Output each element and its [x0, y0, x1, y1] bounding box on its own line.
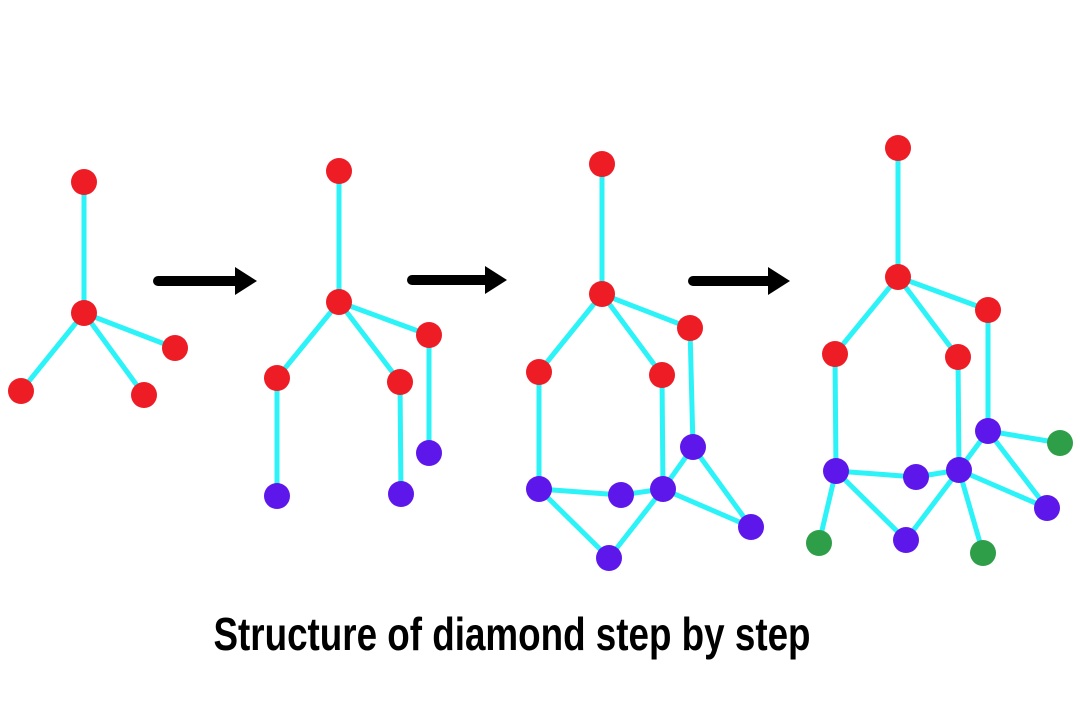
step-3-atom-b-red: [589, 281, 615, 307]
step-4-bond-bc: [832, 274, 901, 357]
step-4-bond-cg: [832, 351, 839, 474]
step-2-atom-g-purple: [388, 481, 414, 507]
arrow-2-icon: [407, 266, 507, 294]
step-3-bond-fj: [690, 444, 754, 530]
step-4-atom-c-red: [822, 341, 848, 367]
step-2-bond-dg: [397, 379, 404, 497]
step-4-bond-di: [955, 354, 962, 473]
step-3-atom-c-red: [526, 359, 552, 385]
step-2-atom-d-red: [387, 369, 413, 395]
step-4-bond-ij: [956, 467, 1050, 511]
step-3-bond-bc: [536, 291, 605, 375]
step-3-atom-e-red: [677, 315, 703, 341]
step-3-atom-i-purple: [650, 476, 676, 502]
step-1-atom-a-red: [71, 169, 97, 195]
arrow-3-icon: [688, 267, 790, 295]
diagram-title: Structure of diamond step by step: [139, 607, 885, 661]
step-4-bond-in: [956, 467, 986, 556]
step-3-atom-h-purple: [608, 482, 634, 508]
step-3-atom-g-purple: [526, 476, 552, 502]
step-4-atom-a-red: [885, 135, 911, 161]
step-3-atom-d-red: [649, 362, 675, 388]
step-1-bond-bc: [18, 310, 87, 394]
step-1-atom-e-red: [162, 335, 188, 361]
step-3-bond-be: [599, 291, 693, 331]
step-4-atom-m-green: [806, 530, 832, 556]
step-2-atom-a-red: [326, 158, 352, 184]
step-4-atom-f-purple: [975, 418, 1001, 444]
step-4-bond-bd: [895, 274, 961, 360]
step-2-atom-h-purple: [416, 440, 442, 466]
step-3-bond-ki: [606, 486, 666, 561]
step-2-bond-bd: [336, 299, 403, 385]
arrow-1-head: [235, 267, 257, 295]
step-1-atom-d-red: [131, 382, 157, 408]
step-4-atom-h-purple: [903, 464, 929, 490]
arrow-1-icon: [153, 267, 257, 295]
diagram-title-text: Structure of diamond step by step: [213, 608, 811, 660]
step-3-atom-j-purple: [738, 514, 764, 540]
step-4-atom-b-red: [885, 264, 911, 290]
step-4-atom-l-green: [1047, 430, 1073, 456]
step-4-bond-gh: [833, 468, 919, 480]
arrow-3-head: [768, 267, 790, 295]
step-1-bond-be: [81, 310, 178, 351]
step-4-atom-g-purple: [823, 458, 849, 484]
step-3-bond-gk: [536, 486, 612, 561]
step-2-atom-e-red: [416, 322, 442, 348]
step-4-atom-k-purple: [893, 527, 919, 553]
step-3-bond-ef: [687, 325, 696, 450]
step-2-atom-f-purple: [264, 483, 290, 509]
step-4: [806, 135, 1073, 566]
step-2-bond-be: [336, 299, 432, 338]
step-4-atom-d-red: [945, 344, 971, 370]
step-4-bond-fj: [985, 428, 1050, 511]
step-4-atom-e-red: [975, 297, 1001, 323]
step-3-atom-a-red: [589, 151, 615, 177]
step-4-atom-n-green: [970, 540, 996, 566]
step-1-bond-bd: [81, 310, 147, 398]
step-3-bond-di: [659, 372, 666, 492]
step-1-atom-b-red: [71, 300, 97, 326]
step-3-bond-gh: [536, 486, 624, 498]
step-4-bond-ki: [903, 467, 962, 543]
step-1-atom-c-red: [8, 378, 34, 404]
step-3-bond-bd: [599, 291, 665, 378]
step-4-bond-be: [895, 274, 991, 313]
step-4-atom-i-purple: [946, 457, 972, 483]
step-3: [526, 151, 764, 571]
step-2-atom-b-red: [326, 289, 352, 315]
step-3-bond-ij: [660, 486, 754, 530]
step-2: [264, 158, 442, 509]
step-4-atom-j-purple: [1034, 495, 1060, 521]
step-3-atom-f-purple: [680, 434, 706, 460]
step-4-bond-gk: [833, 468, 909, 543]
step-2-bond-bc: [274, 299, 342, 381]
step-2-atom-c-red: [264, 365, 290, 391]
step-3-atom-k-purple: [596, 545, 622, 571]
arrow-2-head: [485, 266, 507, 294]
step-1: [8, 169, 188, 408]
